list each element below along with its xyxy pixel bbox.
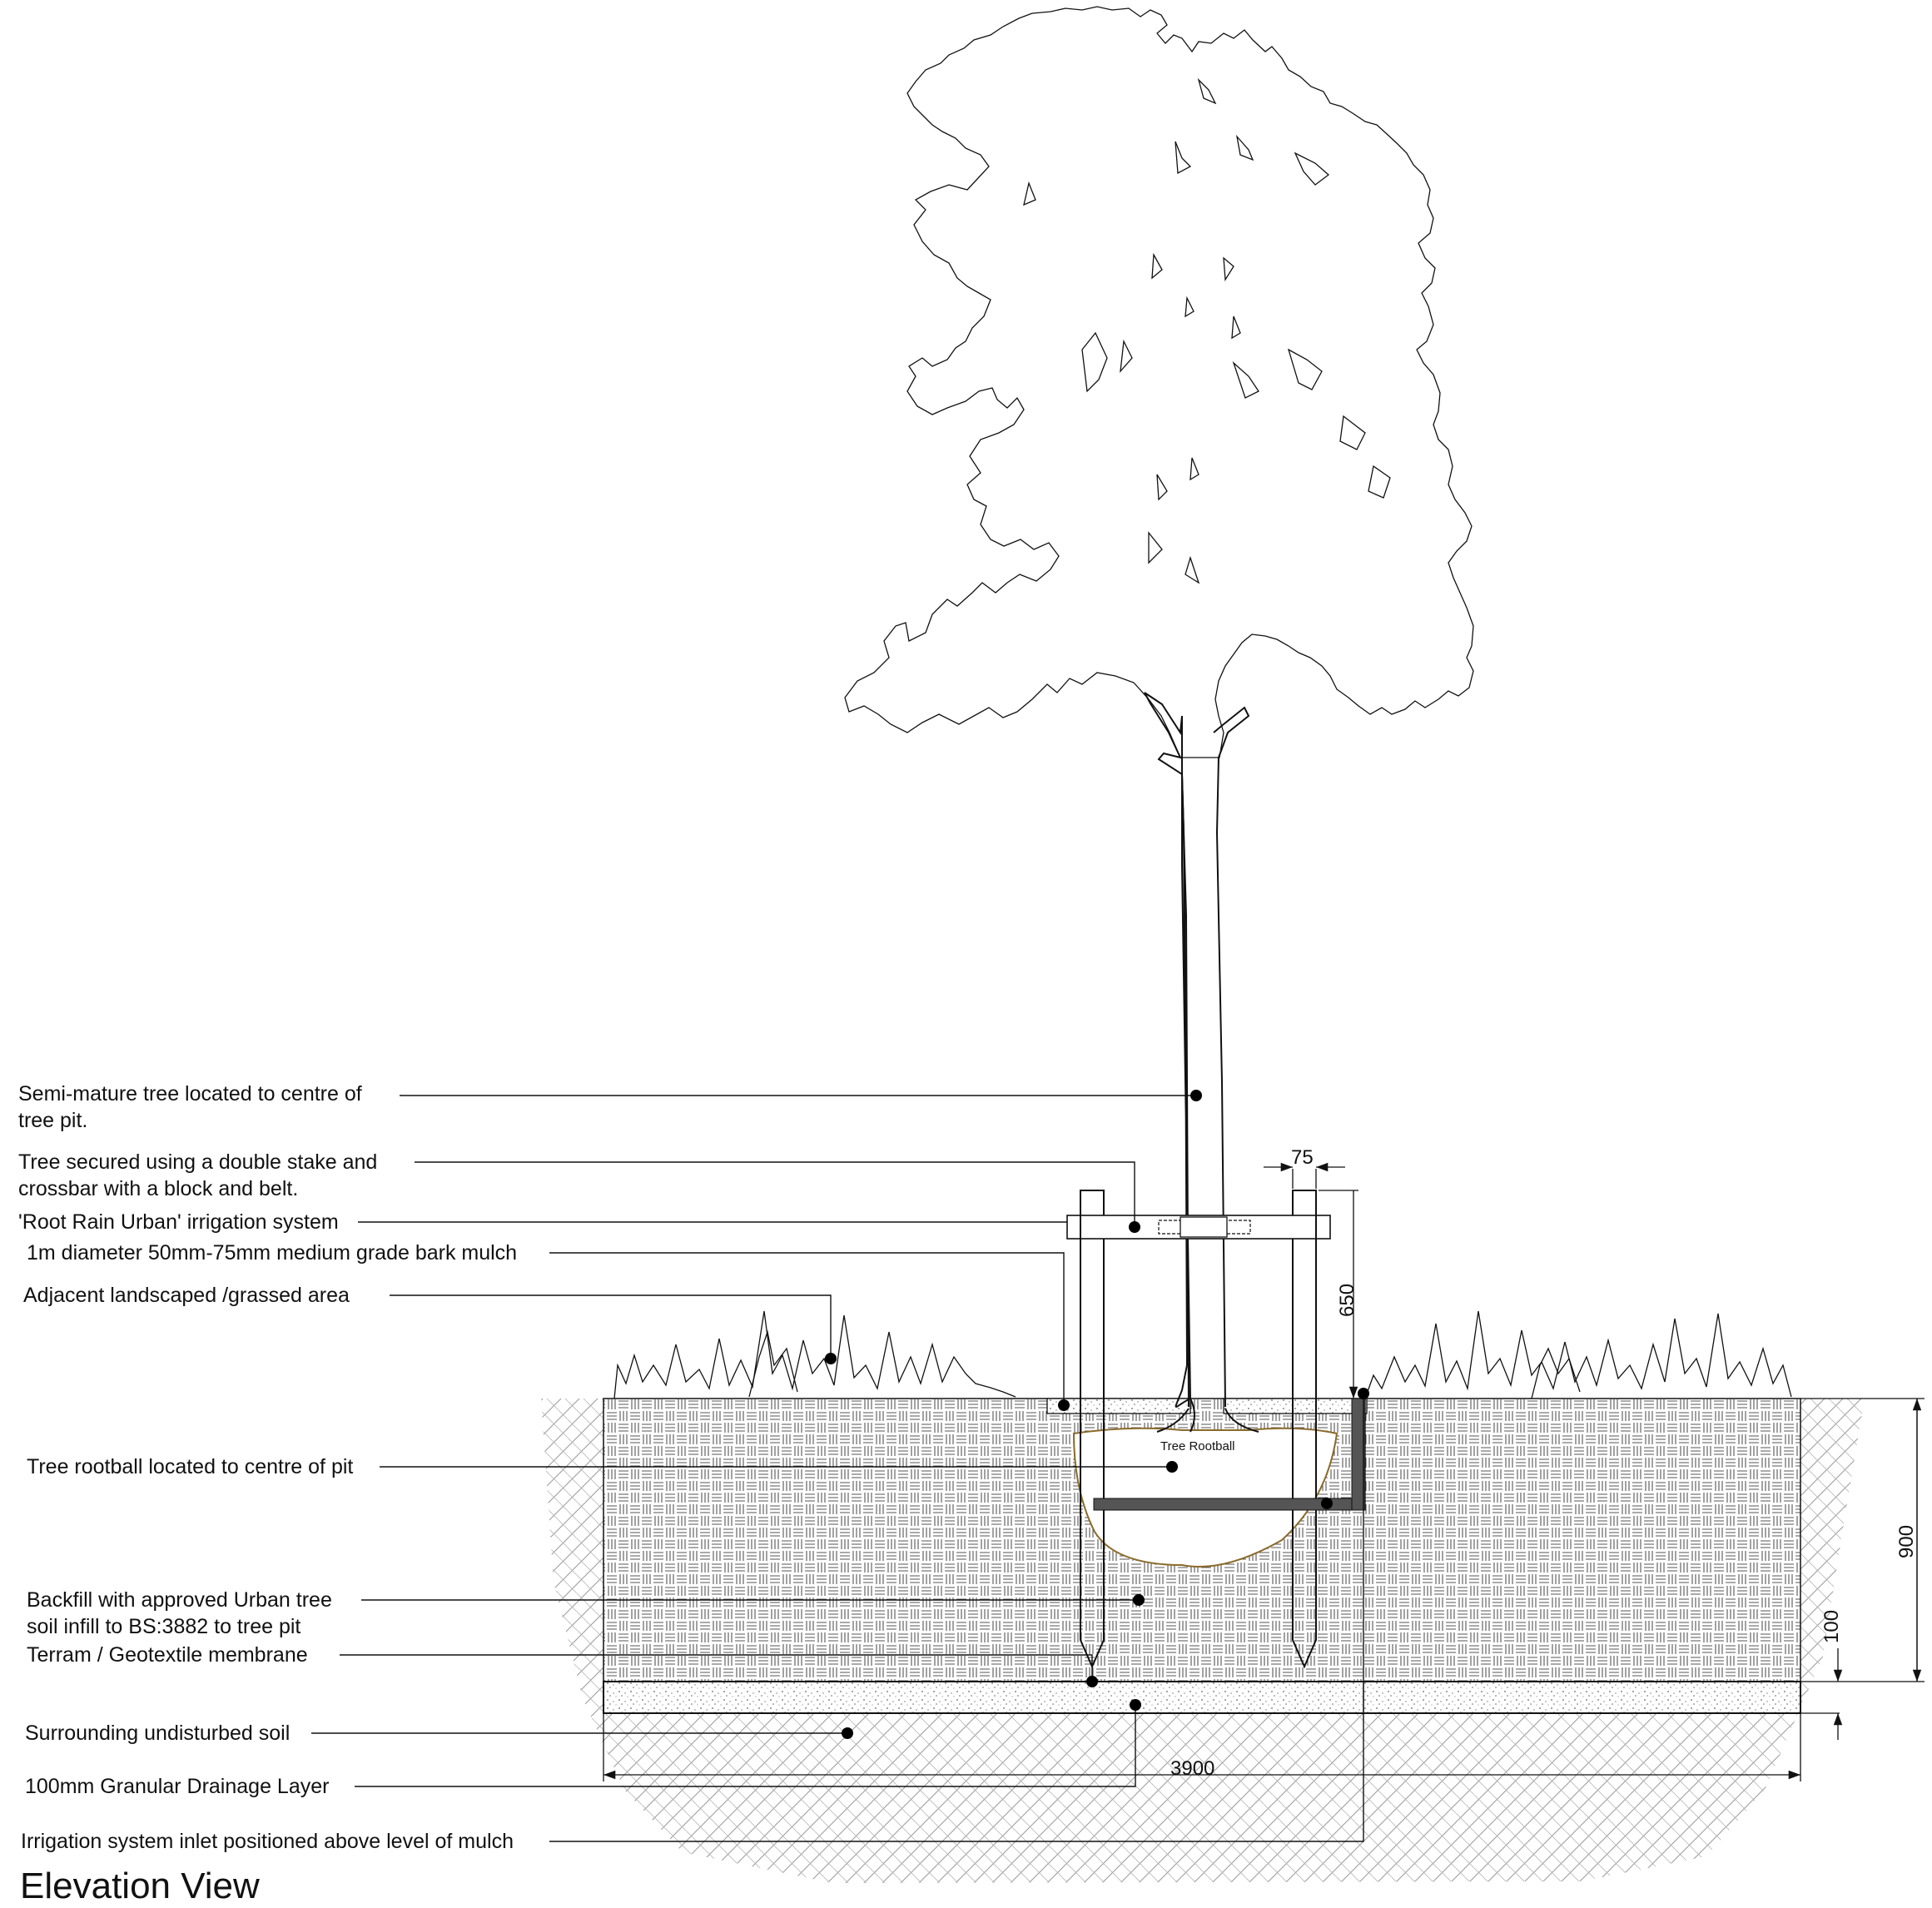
callout-labels: Semi-mature tree located to centre of tr…: [18, 1082, 517, 1853]
callout-geotextile: Terram / Geotextile membrane: [27, 1643, 308, 1667]
callout-tree-line1: Semi-mature tree located to centre of: [18, 1082, 362, 1106]
callout-inlet: Irrigation system inlet positioned above…: [21, 1830, 514, 1853]
tree-canopy: [844, 6, 1474, 758]
callout-irrigation: 'Root Rain Urban' irrigation system: [18, 1210, 339, 1234]
drainage-layer: [603, 1681, 1801, 1714]
tree-stakes: [1080, 1190, 1317, 1669]
dim-pit-depth: 900: [1895, 1525, 1918, 1558]
dimensions: 75 650 900 100 3900: [603, 1146, 1925, 1781]
callout-rootball: Tree rootball located to centre of pit: [27, 1455, 353, 1478]
callout-backfill-line1: Backfill with approved Urban tree: [27, 1588, 332, 1612]
undisturbed-soil: [541, 1399, 1865, 1883]
tree-rootball: [1072, 1427, 1338, 1568]
callout-stake-line2: crossbar with a block and belt.: [18, 1177, 298, 1200]
callout-backfill-line2: soil infill to BS:3882 to tree pit: [27, 1615, 300, 1638]
grass-tufts: [613, 1310, 1792, 1399]
drawing-title: Elevation View: [20, 1866, 260, 1906]
canopy-detail: [1023, 77, 1391, 584]
dim-pit-width: 3900: [1170, 1757, 1214, 1780]
bark-mulch: [1046, 1398, 1368, 1414]
tree-trunk: [1144, 692, 1192, 1408]
rootball-label: Tree Rootball: [1160, 1439, 1235, 1453]
dim-drainage-depth: 100: [1820, 1610, 1843, 1643]
crossbar: [1066, 1215, 1331, 1240]
callout-tree-line2: tree pit.: [18, 1109, 87, 1132]
callout-stake-line1: Tree secured using a double stake and: [18, 1150, 377, 1174]
callout-mulch: 1m diameter 50mm-75mm medium grade bark …: [27, 1241, 517, 1265]
callout-grass: Adjacent landscaped /grassed area: [23, 1284, 350, 1307]
dim-stake-height: 650: [1336, 1284, 1358, 1317]
irrigation-pipe: [1093, 1389, 1366, 1511]
dim-stake-width: 75: [1291, 1146, 1314, 1169]
callout-soil: Surrounding undisturbed soil: [25, 1722, 290, 1745]
callout-drainage: 100mm Granular Drainage Layer: [25, 1775, 329, 1798]
leaders: [311, 1090, 1369, 1842]
